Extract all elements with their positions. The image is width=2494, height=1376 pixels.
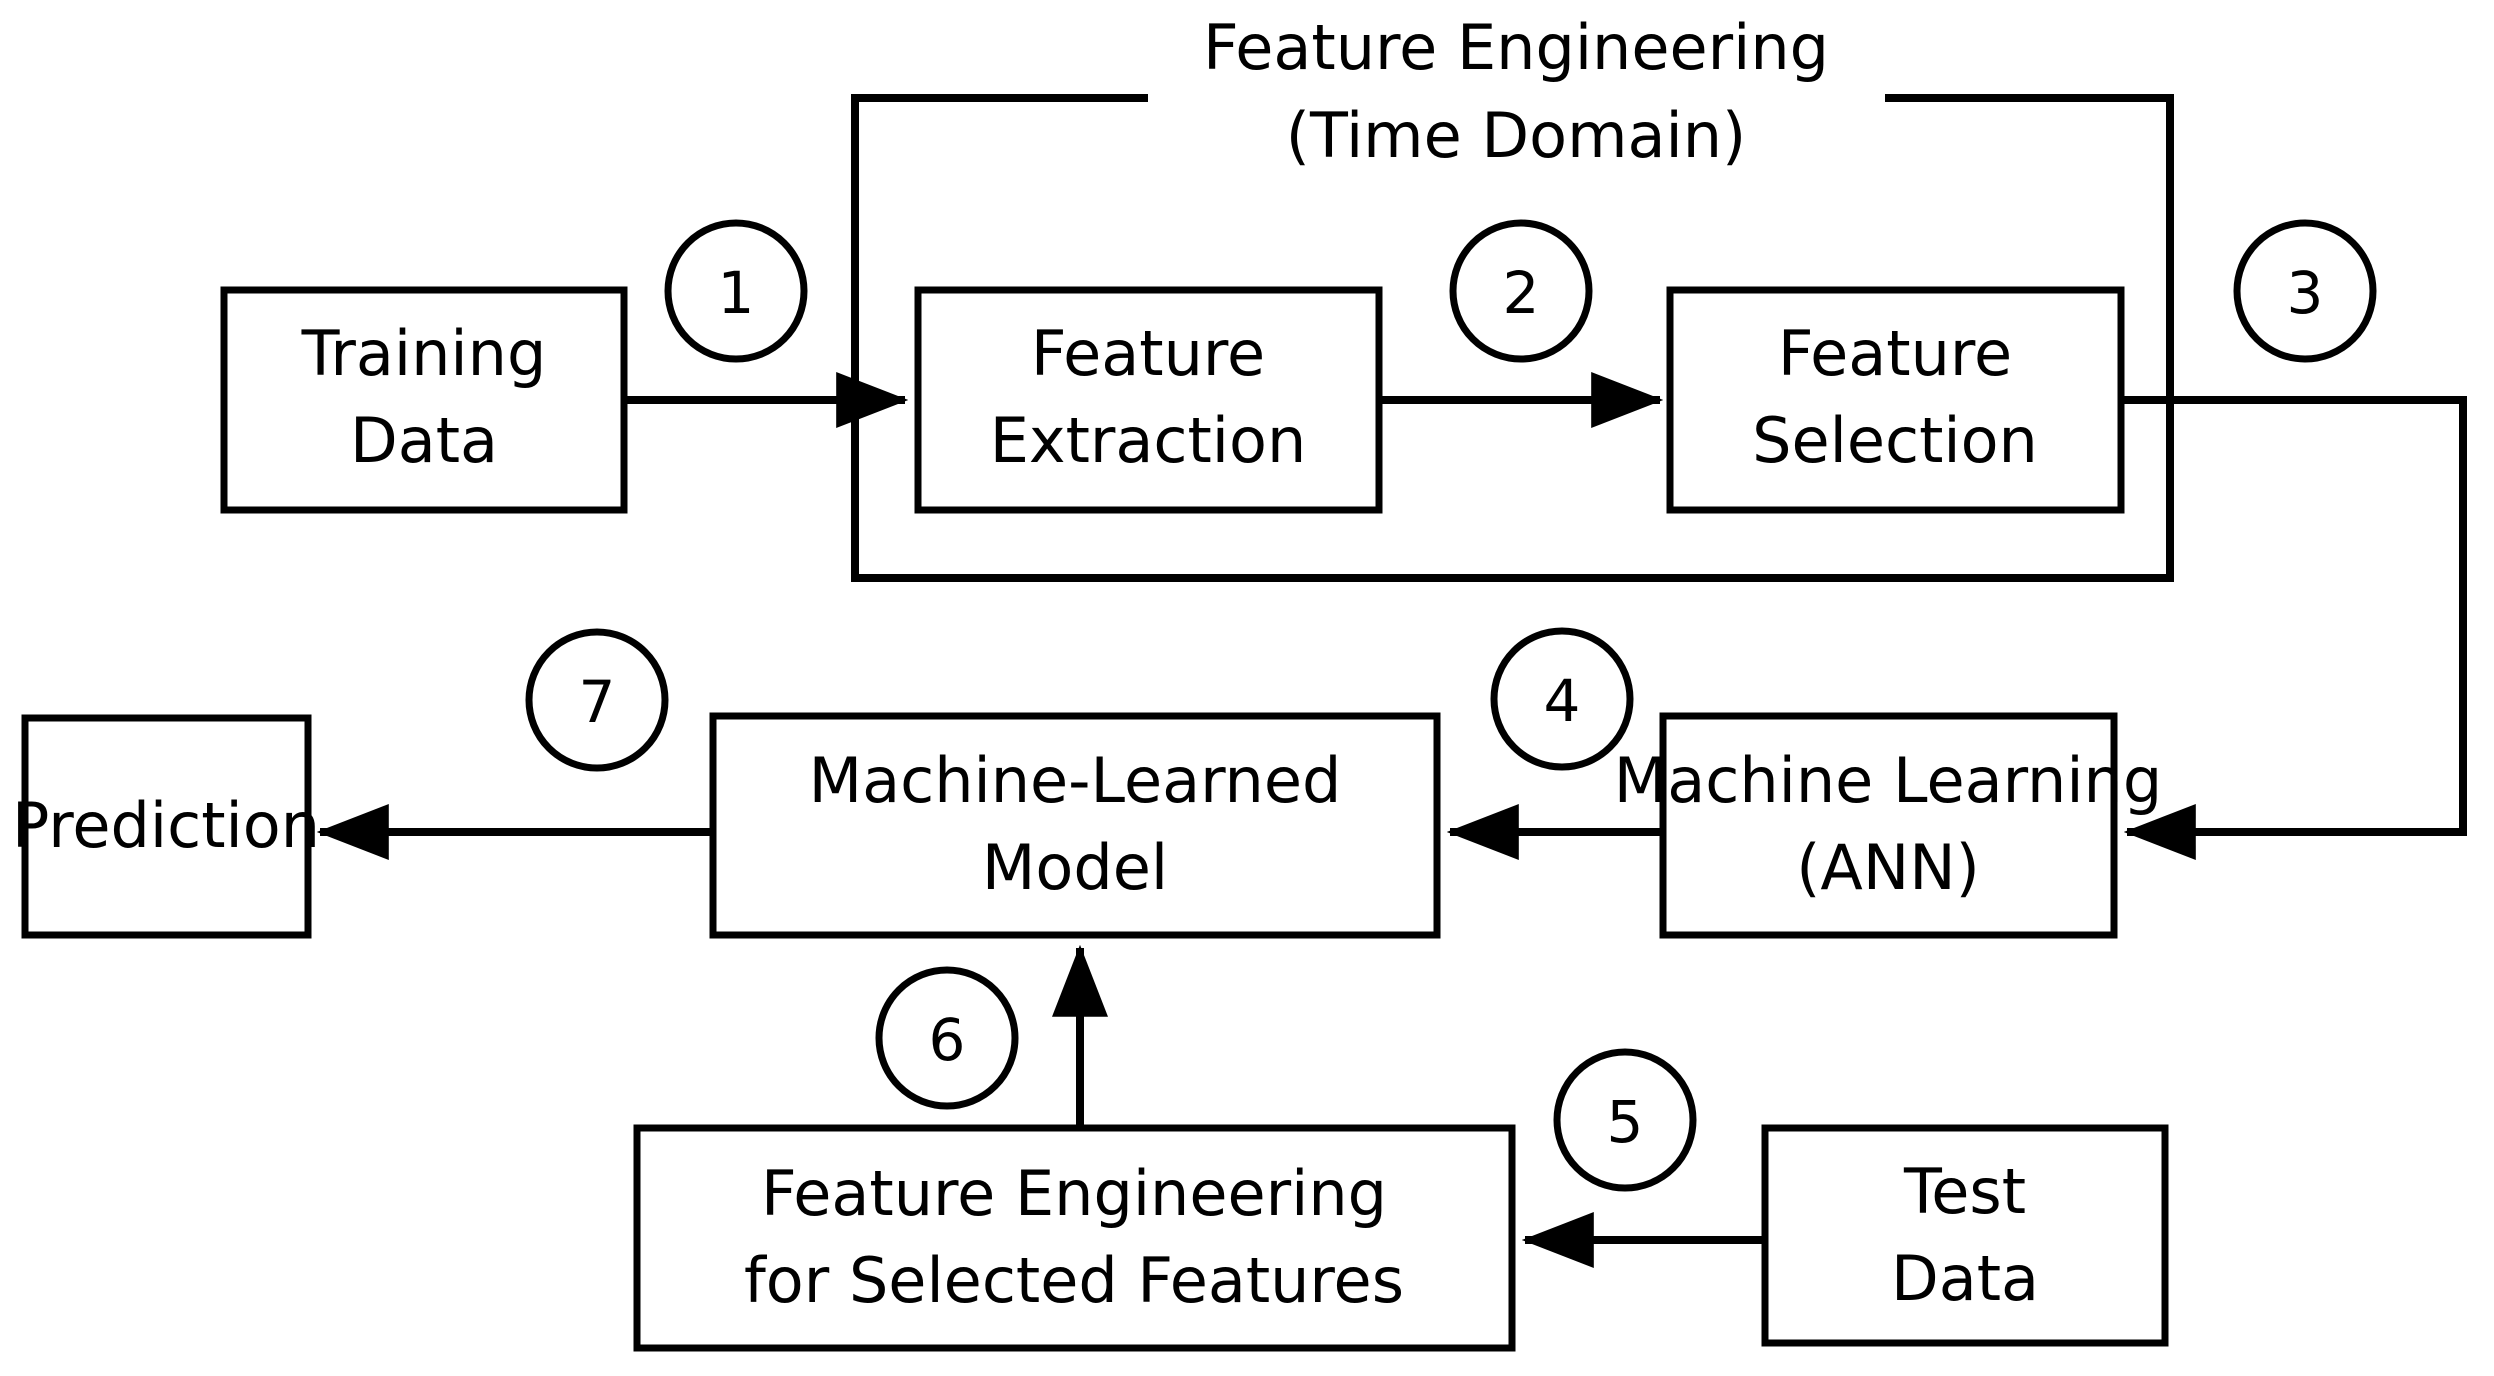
machine-learning-label-line2: (ANN) (1796, 831, 1980, 904)
step-3-circle (2233, 219, 2377, 363)
node-feature-engineering-selected[interactable]: Feature Engineering for Selected Feature… (633, 1124, 1516, 1352)
training-data-box[interactable] (220, 286, 628, 514)
group-title-line2: (Time Domain) (1286, 99, 1746, 172)
group-title-line1: Feature Engineering (1203, 11, 1829, 84)
node-feature-selection[interactable]: Feature Selection (1666, 286, 2125, 514)
node-prediction[interactable]: Prediction (12, 714, 320, 939)
feature-selection-box[interactable] (1666, 286, 2125, 514)
test-data-label-line1: Test (1903, 1155, 2026, 1228)
step-5-number: 5 (1607, 1088, 1644, 1156)
step-badge-5: 5 (1553, 1048, 1697, 1192)
step-7-number: 7 (579, 668, 616, 736)
node-feature-extraction[interactable]: Feature Extraction (914, 286, 1383, 514)
machine-learned-model-box[interactable] (709, 712, 1441, 939)
step-4-number: 4 (1544, 667, 1581, 735)
test-data-label-line2: Data (1891, 1242, 2039, 1315)
step-4-circle (1490, 627, 1634, 771)
step-1-number: 1 (718, 259, 755, 327)
step-3-number: 3 (2287, 259, 2324, 327)
connector-3 (2121, 396, 2467, 860)
feature-selection-label-line1: Feature (1778, 317, 2012, 390)
feature-extraction-label-line2: Extraction (990, 404, 1307, 477)
step-badge-7: 7 (525, 628, 669, 772)
feature-engineering-selected-box[interactable] (633, 1124, 1516, 1352)
machine-learning-label-line1: Machine Learning (1614, 744, 2162, 817)
step-7-circle (525, 628, 669, 772)
group-border-left (851, 94, 2174, 582)
prediction-box[interactable] (21, 714, 312, 939)
prediction-label: Prediction (12, 789, 320, 862)
node-training-data[interactable]: Training Data (220, 286, 628, 514)
node-machine-learning[interactable]: Machine Learning (ANN) (1614, 712, 2162, 939)
step-badge-2: 2 (1449, 219, 1593, 363)
step-5-circle (1553, 1048, 1697, 1192)
step-badge-6: 6 (875, 966, 1019, 1110)
training-data-label-line2: Data (350, 404, 498, 477)
feature-selection-label-line2: Selection (1752, 404, 2038, 477)
node-machine-learned-model[interactable]: Machine-Learned Model (709, 712, 1441, 939)
node-test-data[interactable]: Test Data (1761, 1124, 2169, 1347)
machine-learning-box[interactable] (1659, 712, 2118, 939)
step-badge-3: 3 (2233, 219, 2377, 363)
step-badge-1: 1 (664, 219, 808, 363)
machine-learned-model-label-line2: Model (982, 831, 1168, 904)
step-6-circle (875, 966, 1019, 1110)
feature-extraction-box[interactable] (914, 286, 1383, 514)
step-1-circle (664, 219, 808, 363)
feature-engineering-selected-label-line1: Feature Engineering (761, 1157, 1387, 1230)
step-2-circle (1449, 219, 1593, 363)
step-badge-4: 4 (1490, 627, 1634, 771)
feature-extraction-label-line1: Feature (1031, 317, 1265, 390)
step-2-number: 2 (1503, 259, 1540, 327)
feature-engineering-selected-label-line2: for Selected Features (744, 1244, 1404, 1317)
test-data-box[interactable] (1761, 1124, 2169, 1347)
step-6-number: 6 (929, 1006, 966, 1074)
feature-engineering-group: Feature Engineering (Time Domain) (851, 11, 2174, 582)
machine-learned-model-label-line1: Machine-Learned (809, 744, 1342, 817)
training-data-label-line1: Training (301, 317, 547, 390)
